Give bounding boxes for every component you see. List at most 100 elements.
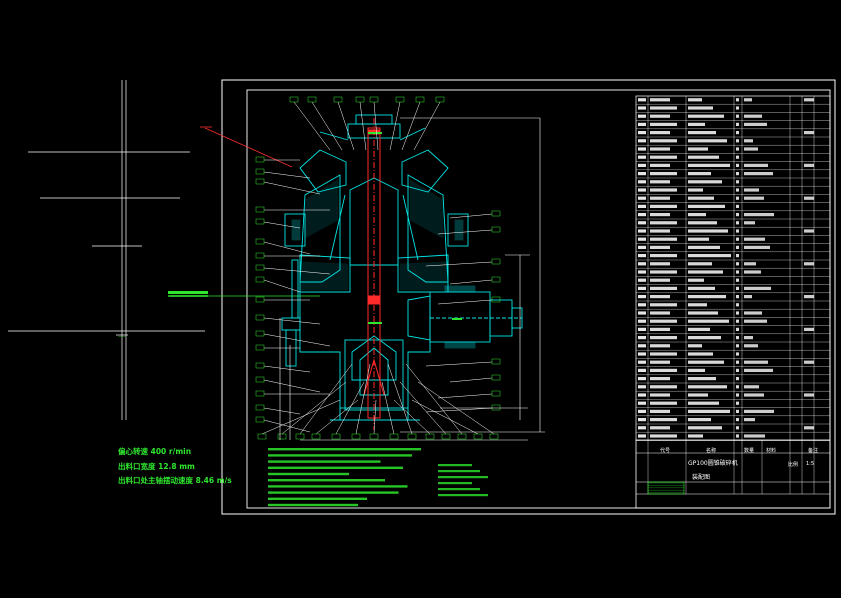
requirement-line bbox=[268, 472, 349, 476]
balloon bbox=[289, 96, 299, 103]
cell-fill bbox=[688, 262, 712, 266]
cell-fill bbox=[736, 147, 739, 151]
balloon bbox=[369, 433, 379, 440]
balloon bbox=[355, 96, 365, 103]
cell-fill bbox=[650, 196, 670, 200]
cell-fill bbox=[650, 237, 677, 241]
cell-fill bbox=[688, 131, 716, 135]
cell-fill bbox=[744, 311, 762, 315]
leader-line bbox=[437, 393, 493, 399]
cell-fill bbox=[744, 393, 764, 397]
leader-line bbox=[263, 241, 311, 255]
cell-fill bbox=[688, 409, 730, 413]
cell-fill bbox=[736, 393, 739, 397]
cell-fill bbox=[736, 401, 739, 405]
cell-fill bbox=[650, 278, 670, 282]
title-drawing-type: 装配图 bbox=[692, 474, 711, 481]
cell-fill bbox=[650, 221, 677, 225]
section-leader bbox=[168, 291, 320, 297]
cell-fill bbox=[638, 98, 646, 102]
balloon bbox=[255, 276, 265, 283]
cell-fill bbox=[638, 131, 646, 135]
leader-line bbox=[263, 267, 331, 275]
balloon bbox=[331, 433, 341, 440]
cell-fill bbox=[744, 286, 771, 290]
cell-fill bbox=[736, 172, 739, 176]
balloon bbox=[255, 390, 265, 397]
balloon bbox=[255, 238, 265, 245]
cell-fill bbox=[688, 426, 722, 430]
leader-line bbox=[263, 379, 321, 393]
cell-fill bbox=[688, 311, 718, 315]
cell-fill bbox=[744, 122, 767, 126]
cell-fill bbox=[804, 295, 814, 299]
cell-fill bbox=[736, 434, 739, 438]
cell-fill bbox=[650, 344, 670, 348]
cell-fill bbox=[736, 327, 739, 331]
cell-fill bbox=[650, 327, 670, 331]
titleblock-border bbox=[635, 439, 831, 509]
requirement-line bbox=[438, 464, 472, 467]
cell-fill bbox=[688, 147, 708, 151]
balloon bbox=[457, 433, 467, 440]
cell-fill bbox=[638, 163, 646, 167]
leader-line bbox=[449, 279, 493, 285]
cell-fill bbox=[688, 327, 710, 331]
cell-fill bbox=[650, 311, 670, 315]
cell-fill bbox=[744, 262, 756, 266]
balloon bbox=[255, 296, 265, 303]
cell-fill bbox=[688, 344, 702, 348]
cell-fill bbox=[744, 360, 768, 364]
cell-fill bbox=[744, 139, 753, 143]
balloon bbox=[389, 433, 399, 440]
construction-lines bbox=[8, 80, 205, 420]
balloon bbox=[491, 226, 501, 233]
cell-fill bbox=[688, 114, 724, 118]
cell-fill bbox=[736, 409, 739, 413]
cell-fill bbox=[688, 213, 706, 217]
balloon bbox=[369, 96, 379, 103]
cell-fill bbox=[688, 204, 725, 208]
cell-fill bbox=[688, 418, 711, 422]
leader-line bbox=[311, 101, 343, 151]
cell-fill bbox=[744, 409, 774, 413]
cell-fill bbox=[638, 155, 646, 159]
leader-line bbox=[387, 363, 413, 435]
leader-line bbox=[263, 333, 331, 347]
cell-fill bbox=[688, 303, 707, 307]
header-qty: 数量 bbox=[744, 448, 755, 454]
cell-fill bbox=[638, 409, 646, 413]
cell-fill bbox=[736, 155, 739, 159]
leader-line bbox=[449, 213, 493, 219]
cell-fill bbox=[736, 336, 739, 340]
balloon bbox=[441, 433, 451, 440]
cell-fill bbox=[638, 254, 646, 258]
cell-fill bbox=[736, 303, 739, 307]
balloon bbox=[395, 96, 405, 103]
cell-fill bbox=[638, 303, 646, 307]
cell-fill bbox=[650, 270, 677, 274]
cell-fill bbox=[650, 352, 677, 356]
cell-fill bbox=[638, 139, 646, 143]
leader-line bbox=[449, 377, 493, 383]
main-shaft bbox=[363, 118, 385, 430]
leader-line bbox=[263, 419, 311, 433]
cell-fill bbox=[638, 106, 646, 110]
cell-fill bbox=[638, 147, 646, 151]
leader-line bbox=[299, 363, 353, 435]
cell-fill bbox=[650, 229, 670, 233]
cell-fill bbox=[744, 172, 773, 176]
balloon bbox=[255, 330, 265, 337]
balloon bbox=[415, 96, 425, 103]
balloon bbox=[351, 433, 361, 440]
leader-line bbox=[399, 381, 447, 435]
cell-fill bbox=[736, 385, 739, 389]
cell-fill bbox=[688, 237, 709, 241]
cell-fill bbox=[650, 368, 677, 372]
cell-fill bbox=[638, 229, 646, 233]
cell-fill bbox=[650, 303, 677, 307]
cell-fill bbox=[744, 434, 765, 438]
leader-line bbox=[263, 171, 311, 179]
